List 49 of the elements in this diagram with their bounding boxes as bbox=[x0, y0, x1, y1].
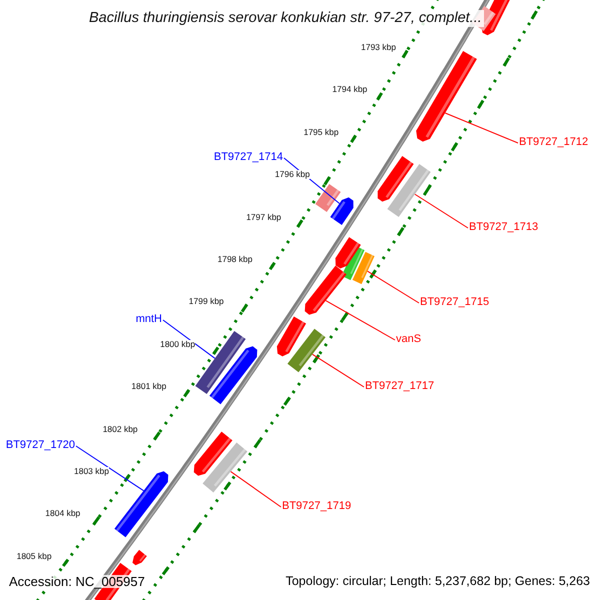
scale-label: 1795 kbp bbox=[304, 128, 339, 136]
gene-block bbox=[335, 237, 361, 269]
diagram-title: Bacillus thuringiensis serovar konkukian str. 97-27, complet... bbox=[87, 10, 484, 26]
gene-label: vanS bbox=[396, 334, 422, 345]
gene-label: BT9727_1714 bbox=[214, 152, 283, 163]
scale-label: 1802 kbp bbox=[102, 424, 138, 434]
leader-line bbox=[230, 471, 282, 508]
scale-label: 1805 kbp bbox=[16, 552, 52, 560]
leader-line bbox=[162, 320, 216, 359]
leader-line bbox=[325, 300, 396, 340]
scale-label: 1798 kbp bbox=[218, 255, 252, 264]
scale-label: 1803 kbp bbox=[74, 467, 109, 476]
gene-label: BT9727_1719 bbox=[282, 501, 352, 512]
gene-block bbox=[315, 184, 341, 212]
leader-line bbox=[367, 270, 420, 304]
gene-block bbox=[304, 266, 346, 315]
gene-label: BT9727_1715 bbox=[420, 297, 490, 308]
gene-block bbox=[194, 432, 232, 476]
gene-block bbox=[341, 246, 375, 284]
gene-label: mntH bbox=[136, 314, 162, 325]
gene-label: BT9727_1720 bbox=[6, 440, 75, 451]
scale-label: 1800 kbp bbox=[160, 340, 196, 348]
scale-label: 1804 kbp bbox=[45, 509, 80, 518]
scale-label: 1796 kbp bbox=[274, 170, 310, 179]
scale-label: 1797 kbp bbox=[246, 212, 282, 222]
leader-line bbox=[444, 112, 518, 144]
leader-line bbox=[312, 354, 364, 388]
gene-block bbox=[276, 316, 306, 356]
gene-block bbox=[416, 50, 477, 142]
gene-label: BT9727_1717 bbox=[365, 381, 434, 392]
genome-info-text: Topology: circular; Length: 5,237,682 bp; Genes: 5,263 bbox=[286, 575, 590, 588]
gene-block bbox=[287, 328, 326, 372]
gene-label: BT9727_1712 bbox=[519, 137, 588, 148]
gene-block bbox=[378, 156, 414, 202]
gene-block bbox=[195, 330, 246, 394]
accession-text: Accession: NC_005957 bbox=[9, 575, 145, 588]
leader-line bbox=[414, 194, 468, 228]
gene-block bbox=[209, 346, 258, 404]
scale-label: 1793 kbp bbox=[361, 43, 396, 52]
gene-block bbox=[202, 442, 248, 492]
leader-line bbox=[76, 446, 144, 492]
scale-label: 1801 kbp bbox=[131, 382, 166, 391]
gene-label: BT9727_1713 bbox=[469, 222, 538, 233]
gene-block bbox=[330, 197, 354, 225]
scale-label: 1794 kbp bbox=[332, 85, 368, 94]
gene-block bbox=[132, 550, 147, 566]
scale-label: 1799 kbp bbox=[188, 297, 224, 306]
gene-block bbox=[387, 164, 431, 218]
gene-block bbox=[114, 471, 168, 538]
